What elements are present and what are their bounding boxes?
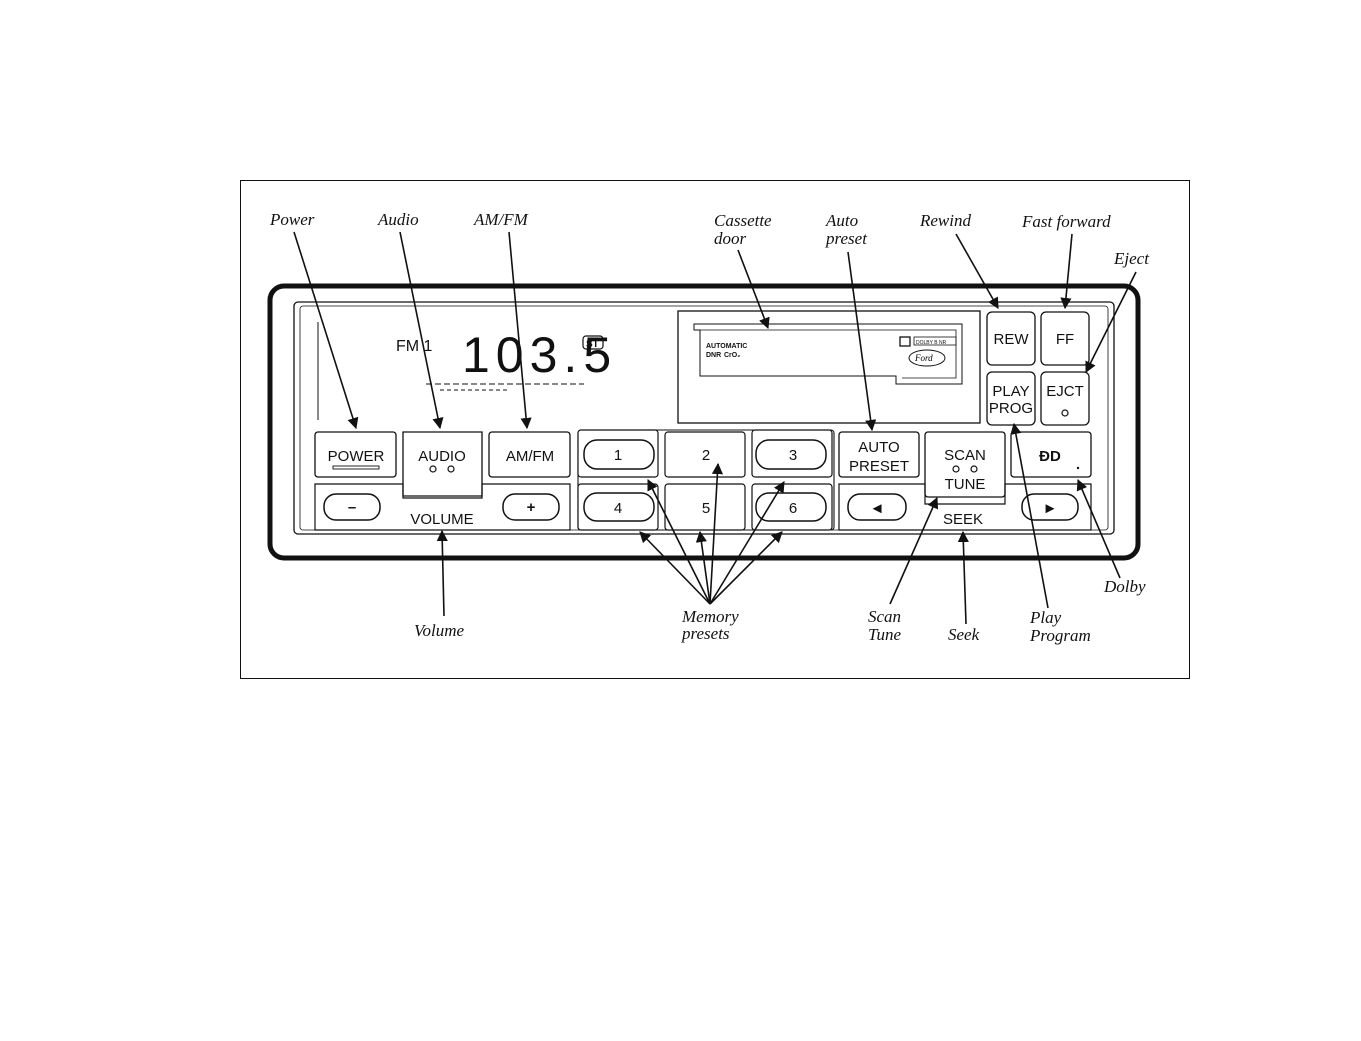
- ff-button[interactable]: FF: [1041, 312, 1089, 365]
- power-label: POWER: [328, 448, 385, 465]
- callout-fast-forward: Fast forward: [1021, 212, 1111, 231]
- power-button[interactable]: POWER: [315, 432, 396, 477]
- auto-preset-button[interactable]: AUTO PRESET: [839, 432, 919, 477]
- callout-power: Power: [269, 210, 315, 229]
- volume-label: VOLUME: [410, 511, 473, 528]
- preset-4-label: 4: [614, 500, 622, 517]
- audio-label: AUDIO: [418, 448, 466, 465]
- seek-up-icon: ►: [1043, 500, 1058, 517]
- preset-1-label: 1: [614, 447, 622, 464]
- preset-4-button[interactable]: 4: [578, 484, 658, 530]
- callout-auto: Auto: [825, 211, 858, 230]
- callout-rewind: Rewind: [919, 211, 971, 230]
- cro2-label: CrO₂: [724, 352, 740, 359]
- seek-label: SEEK: [943, 511, 983, 528]
- cassette-door[interactable]: AUTOMATIC DNR CrO₂ DOLBY B NR Ford: [678, 311, 980, 423]
- band-indicator: FM 1: [396, 338, 433, 355]
- callout-volume: Volume: [414, 621, 465, 640]
- callout-dolby: Dolby: [1103, 577, 1146, 596]
- seek-down-icon: ◄: [870, 500, 885, 517]
- preset-5-button[interactable]: 5: [665, 484, 745, 530]
- callout-scan: Scan: [868, 607, 901, 626]
- play-label: PLAY: [992, 383, 1029, 400]
- volume-up-label: +: [527, 499, 536, 516]
- callout-program: Program: [1029, 626, 1091, 645]
- dolby-badge: DOLBY B NR: [916, 340, 947, 346]
- prog-label: PROG: [989, 400, 1033, 417]
- automatic-label: AUTOMATIC: [706, 343, 747, 350]
- tune-label: TUNE: [945, 476, 986, 493]
- callout-audio: Audio: [377, 210, 419, 229]
- scan-label: SCAN: [944, 447, 986, 464]
- callout-door: door: [714, 229, 747, 248]
- ford-logo: Ford: [914, 353, 933, 363]
- preset-6-label: 6: [789, 500, 797, 517]
- scan-tune-button[interactable]: SCAN TUNE: [925, 432, 1005, 497]
- dolby-label: ÐD: [1039, 448, 1061, 465]
- ff-label: FF: [1056, 331, 1074, 348]
- lcd-display: FM 1 103.5 ST: [396, 327, 617, 390]
- volume-down-label: –: [348, 499, 356, 516]
- callout-tune: Tune: [868, 625, 902, 644]
- callout-cassette: Cassette: [714, 211, 772, 230]
- preset-3-label: 3: [789, 447, 797, 464]
- audio-button[interactable]: AUDIO: [403, 432, 482, 496]
- leader-arrows: [294, 232, 1136, 624]
- callout-preset: preset: [825, 229, 868, 248]
- preset-2-button[interactable]: 2: [665, 432, 745, 477]
- auto-label: AUTO: [858, 439, 899, 456]
- callout-eject: Eject: [1113, 249, 1150, 268]
- preset-1-button[interactable]: 1: [578, 430, 658, 477]
- play-prog-button[interactable]: PLAY PROG: [987, 372, 1035, 425]
- callout-play: Play: [1029, 608, 1062, 627]
- rew-button[interactable]: REW: [987, 312, 1035, 365]
- callout-labels: Power Audio AM/FM Cassette door Auto pre…: [269, 210, 1150, 645]
- amfm-button[interactable]: AM/FM: [489, 432, 570, 477]
- amfm-label: AM/FM: [506, 448, 554, 465]
- callout-presets: presets: [681, 624, 730, 643]
- volume-up-button[interactable]: +: [503, 494, 559, 520]
- dnr-label: DNR: [706, 352, 721, 359]
- callout-amfm: AM/FM: [473, 210, 529, 229]
- callout-seek: Seek: [948, 625, 980, 644]
- eject-button[interactable]: EJCT: [1041, 372, 1089, 425]
- preset-2-label: 2: [702, 447, 710, 464]
- preset-5-label: 5: [702, 500, 710, 517]
- volume-down-button[interactable]: –: [324, 494, 380, 520]
- preset-6-button[interactable]: 6: [752, 484, 832, 530]
- stereo-indicator: ST: [586, 339, 599, 350]
- seek-down-button[interactable]: ◄: [848, 494, 906, 520]
- rew-label: REW: [994, 331, 1030, 348]
- preset-label: PRESET: [849, 458, 909, 475]
- ejct-label: EJCT: [1046, 383, 1084, 400]
- preset-3-button[interactable]: 3: [752, 430, 832, 477]
